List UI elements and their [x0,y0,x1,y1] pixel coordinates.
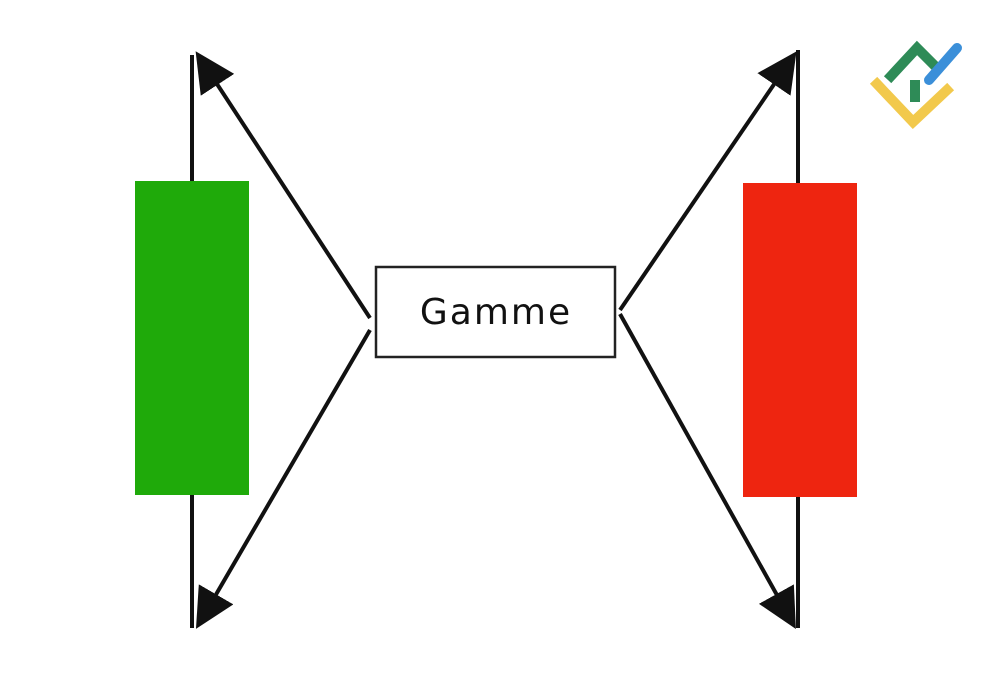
arrows [195,51,797,629]
candle-body [743,183,857,497]
arrow-upper-right [618,51,797,312]
range-label: Gamme [420,292,572,333]
range-label-box: Gamme [374,265,617,359]
bullish-candle [135,55,249,628]
bearish-candle [743,50,857,628]
candle-body [135,181,249,495]
brand-logo-icon [869,40,962,130]
arrow-lower-left [195,328,372,629]
arrow-lower-right [618,313,796,629]
label-box-border [374,265,617,359]
arrow-upper-left [195,51,372,320]
